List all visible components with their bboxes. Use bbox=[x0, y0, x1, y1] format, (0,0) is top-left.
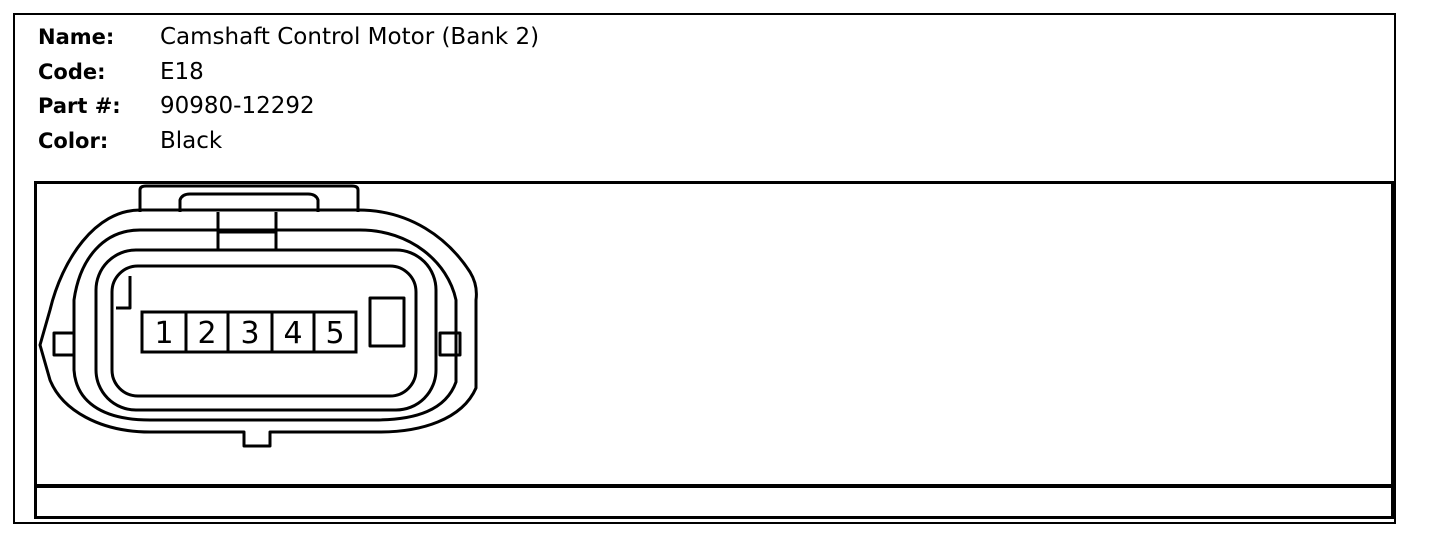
outer-frame bbox=[13, 13, 1396, 524]
cavity-inner bbox=[110, 264, 418, 398]
pin-cavity-2 bbox=[184, 310, 230, 354]
pin-label-4: 4 bbox=[283, 316, 302, 351]
color-value: Black bbox=[160, 127, 223, 154]
name-label: Name: bbox=[38, 25, 115, 50]
side-rib-left bbox=[52, 331, 76, 357]
pin-label-5: 5 bbox=[325, 316, 344, 351]
latch-tab-outer bbox=[138, 184, 360, 212]
footer-box bbox=[34, 488, 1394, 519]
pin-label-1: 1 bbox=[154, 316, 173, 351]
pin-cavity-3 bbox=[226, 310, 274, 354]
info-row-code: Code: E18 bbox=[38, 55, 539, 90]
part-label: Part #: bbox=[38, 94, 121, 119]
name-value: Camshaft Control Motor (Bank 2) bbox=[160, 24, 540, 51]
pin-cavity-4 bbox=[270, 310, 316, 354]
info-row-part: Part #: 90980-12292 bbox=[38, 89, 539, 124]
connector-diagram-box bbox=[34, 181, 1394, 488]
pin-label-2: 2 bbox=[197, 316, 216, 351]
code-label: Code: bbox=[38, 59, 106, 84]
color-label: Color: bbox=[38, 128, 109, 153]
pin-label-3: 3 bbox=[240, 316, 259, 351]
housing-ring bbox=[72, 228, 458, 422]
cavity-outer bbox=[94, 248, 438, 412]
code-value: E18 bbox=[160, 58, 204, 85]
part-value: 90980-12292 bbox=[160, 93, 315, 120]
info-row-color: Color: Black bbox=[38, 124, 539, 159]
info-row-name: Name: Camshaft Control Motor (Bank 2) bbox=[38, 20, 539, 55]
pin-cavity-5 bbox=[312, 310, 358, 354]
connector-info-table: Name: Camshaft Control Motor (Bank 2) Co… bbox=[38, 20, 539, 158]
key-notch bbox=[116, 276, 132, 310]
latch-tab-inner bbox=[178, 192, 320, 212]
keying-block bbox=[368, 296, 406, 348]
housing-outer bbox=[38, 208, 478, 448]
side-rib-right bbox=[438, 331, 462, 357]
pin-row bbox=[140, 310, 358, 354]
